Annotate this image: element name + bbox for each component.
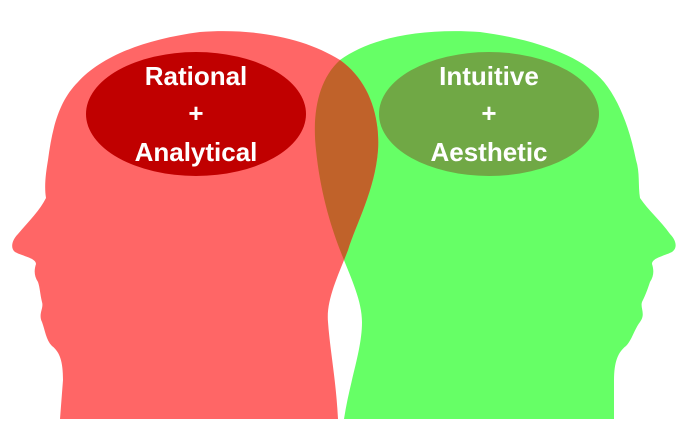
right-brain-label-line-3: Aesthetic (430, 137, 547, 167)
left-brain-label-line-2: + (188, 98, 203, 128)
right-brain-label-line-2: + (481, 98, 496, 128)
left-brain-label-line-1: Rational (145, 61, 248, 91)
right-brain-label-line-1: Intuitive (439, 61, 539, 91)
left-brain-ellipse (86, 52, 306, 176)
left-brain-label-line-3: Analytical (135, 137, 258, 167)
right-brain-ellipse (379, 52, 599, 176)
